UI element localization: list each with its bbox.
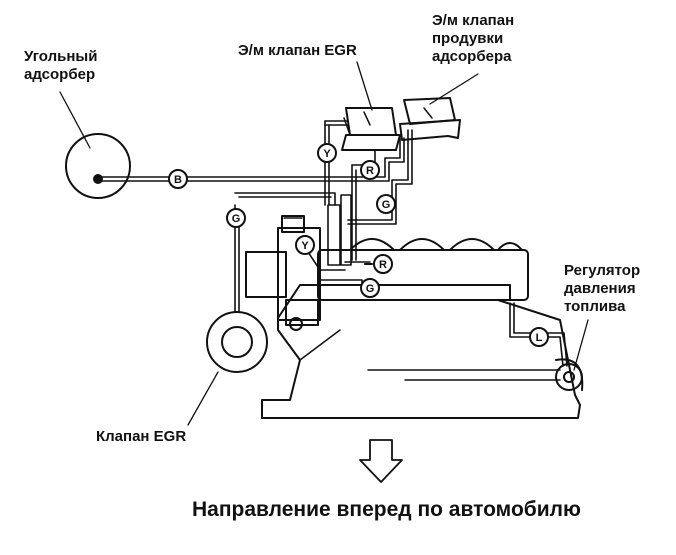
hose-code-y-lower: Y xyxy=(301,240,309,252)
intake-manifold xyxy=(317,238,529,301)
hose-y-egr xyxy=(324,120,349,206)
forward-arrow-icon xyxy=(359,439,403,483)
hose-code-g-lower: G xyxy=(366,283,375,295)
hose-tag-circles xyxy=(168,143,549,347)
hose-code-g-left: G xyxy=(232,213,241,225)
throttle-body xyxy=(245,215,321,331)
egr-solenoid xyxy=(341,107,401,151)
hose-code-r-upper: R xyxy=(366,165,374,177)
hose-code-r-lower: R xyxy=(379,259,387,271)
charcoal-canister xyxy=(65,133,131,199)
hose-code-g-right: G xyxy=(382,199,391,211)
egr-valve-label: Клапан EGR xyxy=(96,428,187,445)
hose-code-l: L xyxy=(536,332,543,344)
hose-code-b: B xyxy=(174,174,182,186)
egr-solenoid-label: Э/м клапан EGR xyxy=(238,42,357,59)
fuel-pressure-regulator-label: Регулятор давления топлива xyxy=(564,262,641,315)
hose-b xyxy=(101,137,405,182)
pointer-lines xyxy=(59,61,589,426)
egr-valve xyxy=(206,311,268,373)
hose-cluster-vertical xyxy=(327,194,352,266)
fuel-pressure-regulator xyxy=(555,358,584,391)
charcoal-canister-label: Угольный адсорбер xyxy=(24,48,98,83)
hose-g-right xyxy=(347,129,413,225)
forward-direction-label: Направление вперед по автомобилю xyxy=(192,498,581,521)
engine-block xyxy=(261,284,581,419)
purge-solenoid xyxy=(399,97,461,141)
purge-solenoid-label: Э/м клапан продувки адсорбера xyxy=(432,12,515,65)
hose-code-y-upper: Y xyxy=(323,148,331,160)
